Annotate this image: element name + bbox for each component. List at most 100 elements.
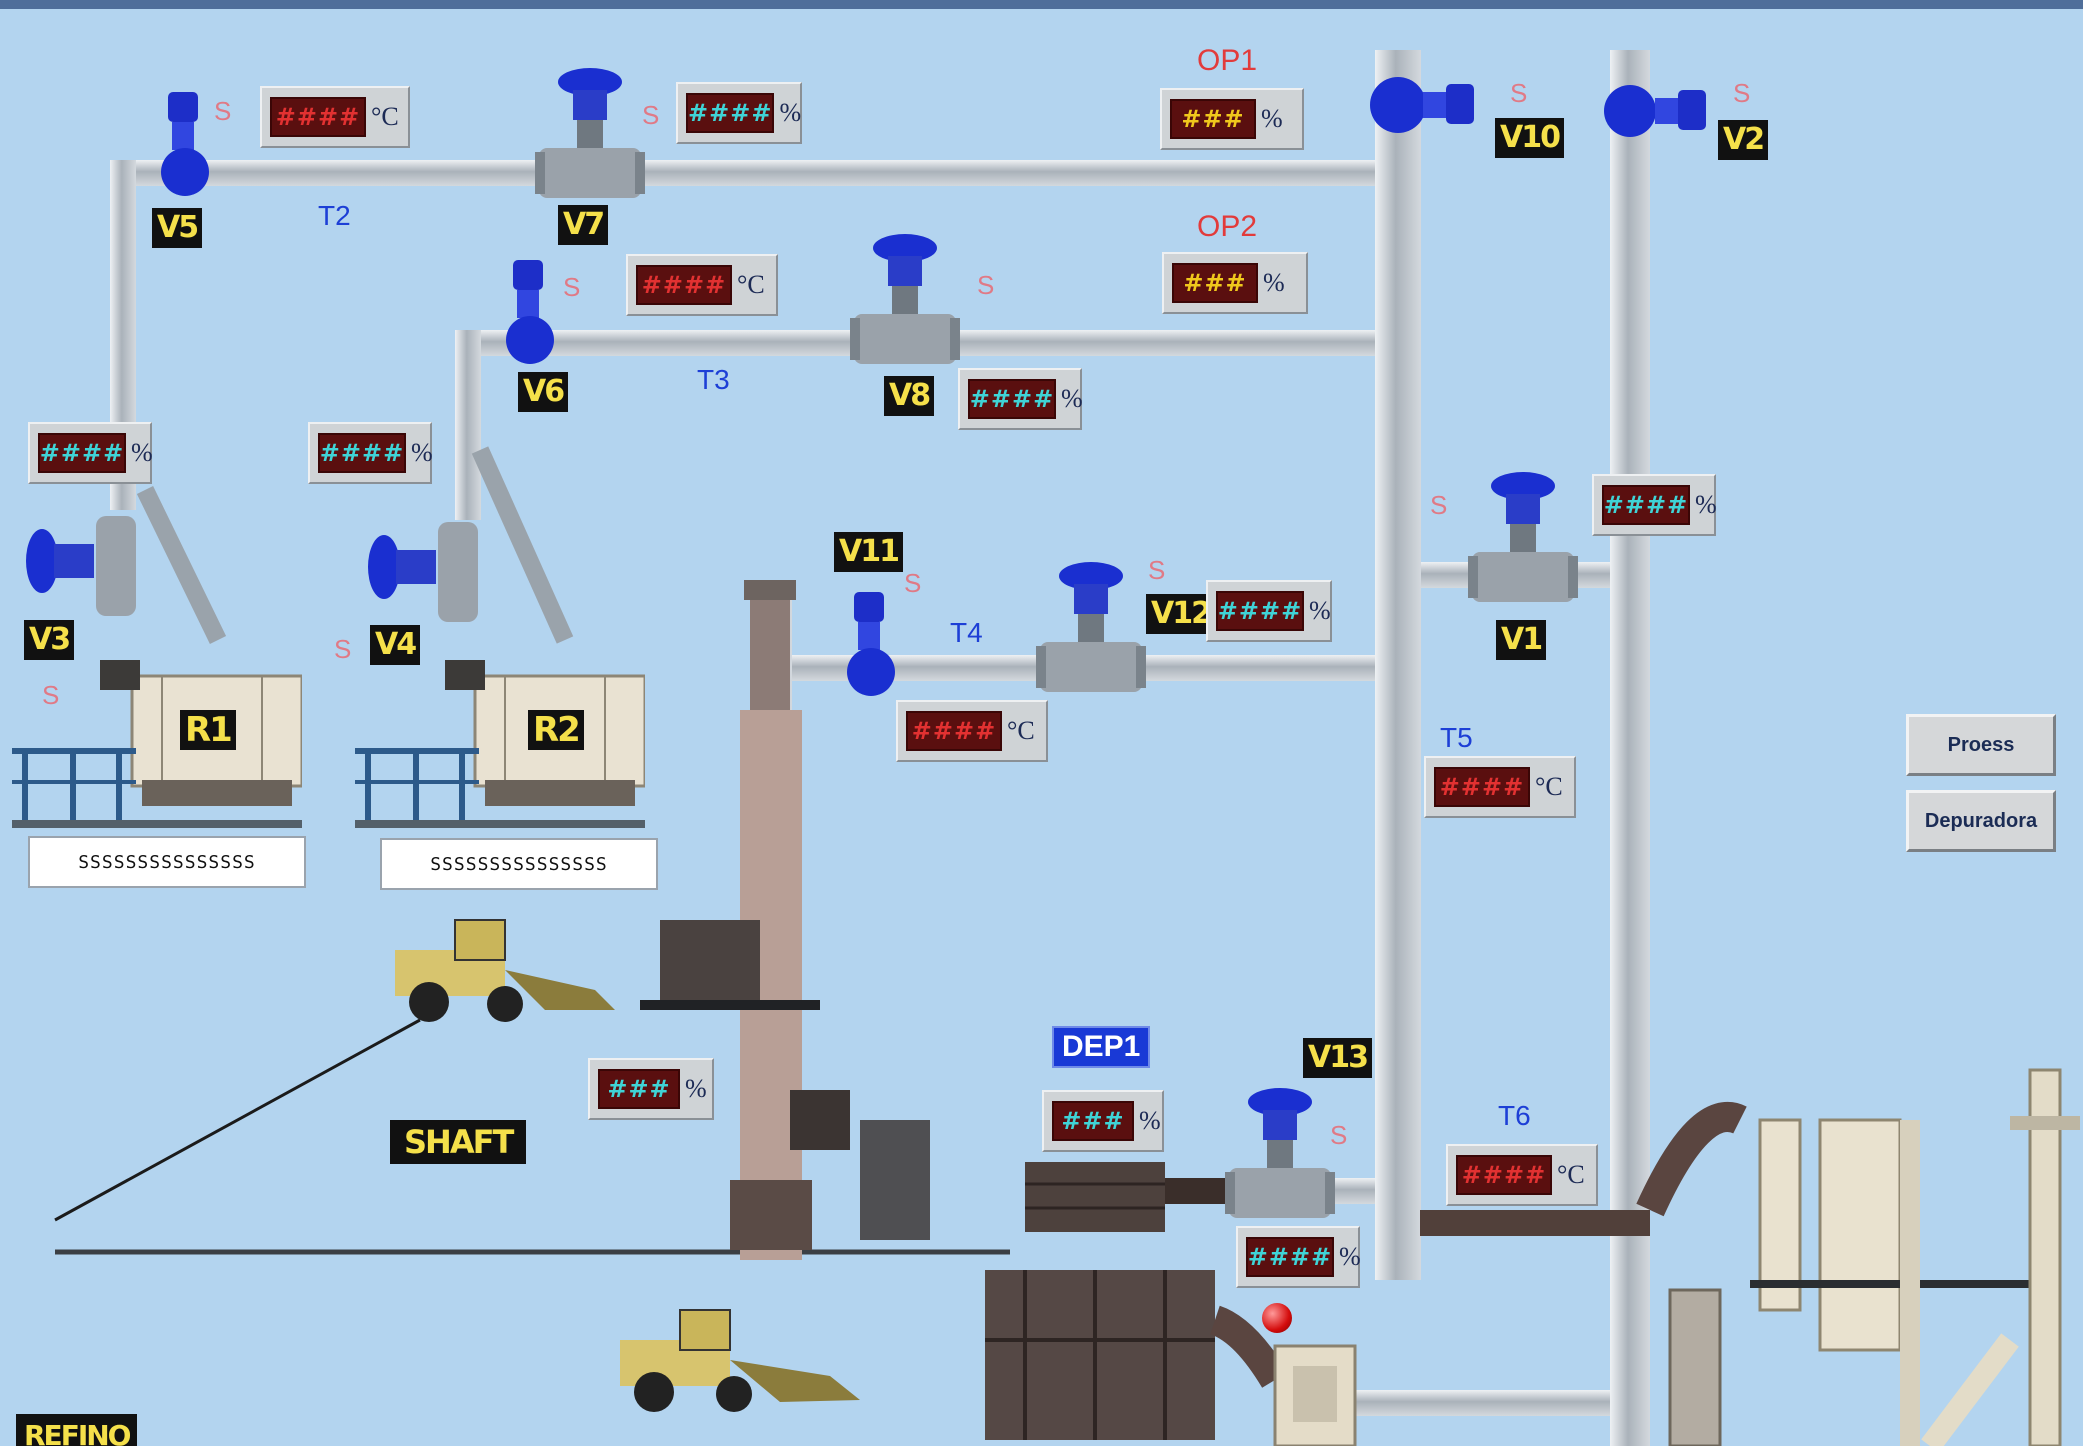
valve-v8-icon[interactable] [850, 226, 960, 376]
label-t3: T3 [697, 364, 730, 395]
tag-v8: V8 [884, 376, 935, 416]
window-top-bar [0, 0, 2083, 9]
status-mark-v6: S [563, 272, 581, 302]
pipe-bottom [1350, 1390, 1630, 1416]
position-display-v4-unit: % [411, 438, 433, 467]
depuradora-button[interactable]: Depuradora [1906, 790, 2056, 852]
op1-display-unit: % [1261, 104, 1283, 133]
area-label-dep1: DEP1 [1052, 1026, 1151, 1068]
tag-reactor-r2: R2 [528, 710, 584, 750]
area-label-shaft: SHAFT [390, 1120, 527, 1164]
temp-display-t3: #### °C [626, 254, 778, 316]
temp-display-t3-value: #### [636, 265, 732, 305]
valve-v7-icon[interactable] [535, 60, 645, 210]
front-loader-lower-icon [620, 1309, 860, 1412]
pipe-line-t2 [110, 160, 1380, 186]
position-display-v13-value: #### [1246, 1237, 1334, 1277]
valve-v13-icon[interactable] [1225, 1080, 1335, 1230]
position-display-v1: #### % [1592, 474, 1717, 536]
valve-v10-icon[interactable] [1368, 70, 1478, 140]
shaft-display-unit: % [685, 1074, 707, 1103]
position-display-v1-value: #### [1602, 485, 1690, 525]
area-label-refino: REFINO [16, 1414, 138, 1446]
label-t2: T2 [318, 200, 351, 231]
position-display-v8-value: #### [968, 379, 1056, 419]
shaft-furnace-graphic[interactable] [640, 580, 1000, 1260]
filter-stacks-graphic [1420, 1068, 2080, 1446]
position-display-v8: #### % [958, 368, 1083, 430]
reactor-r2-graphic[interactable] [355, 660, 645, 830]
valve-v11-icon[interactable] [836, 590, 906, 700]
position-display-v13: #### % [1236, 1226, 1361, 1288]
reactor-r1-graphic[interactable] [12, 660, 302, 830]
temp-display-t2: #### °C [260, 86, 410, 148]
status-mark-v12: S [1148, 555, 1166, 585]
tag-v5: V5 [152, 208, 203, 248]
valve-v3-icon[interactable] [20, 506, 140, 616]
position-display-v3-value: #### [38, 433, 126, 473]
status-mark-v4: S [334, 634, 352, 664]
label-t4: T4 [950, 617, 983, 648]
position-display-v1-unit: % [1695, 490, 1717, 519]
shaft-display: ### % [588, 1058, 714, 1120]
valve-v5-icon[interactable] [150, 90, 220, 200]
temp-display-t6-unit: °C [1557, 1160, 1585, 1189]
valve-v1-icon[interactable] [1468, 464, 1578, 614]
tag-v7: V7 [558, 205, 609, 245]
label-t5: T5 [1440, 722, 1473, 753]
status-mark-v11: S [904, 568, 922, 598]
status-mark-v2: S [1733, 78, 1751, 108]
tag-v13: V13 [1303, 1038, 1372, 1078]
temp-display-t4: #### °C [896, 700, 1048, 762]
position-display-v13-unit: % [1339, 1242, 1361, 1271]
label-op1: OP1 [1197, 44, 1258, 77]
depurador-equipment-graphic[interactable] [985, 1150, 1385, 1446]
op2-display-value: ### [1172, 263, 1258, 303]
process-button[interactable]: Proess [1906, 714, 2056, 776]
dep1-display-value: ### [1052, 1101, 1134, 1141]
valve-v2-icon[interactable] [1600, 76, 1710, 146]
temp-display-t5-value: #### [1434, 767, 1530, 807]
pipe-main-riser [1375, 50, 1421, 1280]
temp-display-t2-unit: °C [371, 102, 399, 131]
op1-display: ### % [1160, 88, 1304, 150]
op2-display: ### % [1162, 252, 1308, 314]
reactor-r2-status-readout: SSSSSSSSSSSSSSS [380, 838, 658, 890]
position-display-v8-unit: % [1061, 384, 1083, 413]
status-mark-v8: S [977, 270, 995, 300]
label-op2: OP2 [1197, 210, 1258, 243]
front-loader-upper-icon [395, 919, 615, 1022]
temp-display-t5-unit: °C [1535, 772, 1563, 801]
position-display-v3: #### % [28, 422, 153, 484]
temp-display-t4-unit: °C [1007, 716, 1035, 745]
status-mark-v10: S [1510, 78, 1528, 108]
temp-display-t2-value: #### [270, 97, 366, 137]
position-display-v12-value: #### [1216, 591, 1304, 631]
tag-v10: V10 [1495, 118, 1564, 158]
position-display-v4: #### % [308, 422, 433, 484]
valve-v4-icon[interactable] [362, 512, 482, 622]
tag-v4: V4 [370, 625, 421, 665]
tag-v3: V3 [24, 620, 75, 660]
tag-reactor-r1: R1 [180, 710, 236, 750]
temp-display-t6: #### °C [1446, 1144, 1598, 1206]
status-mark-v1: S [1430, 490, 1448, 520]
tag-v12: V12 [1146, 594, 1215, 634]
valve-v12-icon[interactable] [1036, 554, 1146, 704]
alarm-indicator-light [1262, 1303, 1292, 1333]
valve-v6-icon[interactable] [495, 258, 565, 368]
status-mark-v13: S [1330, 1120, 1348, 1150]
status-mark-v3: S [42, 680, 60, 710]
label-t6: T6 [1498, 1100, 1531, 1131]
temp-display-t6-value: #### [1456, 1155, 1552, 1195]
op2-display-unit: % [1263, 268, 1285, 297]
dep1-display: ### % [1042, 1090, 1164, 1152]
pipe-r2-riser [455, 330, 481, 520]
position-display-v3-unit: % [131, 438, 153, 467]
status-mark-v7: S [642, 100, 660, 130]
dep1-display-unit: % [1139, 1106, 1161, 1135]
position-display-v7-unit: % [779, 98, 802, 127]
temp-display-t3-unit: °C [737, 270, 765, 299]
